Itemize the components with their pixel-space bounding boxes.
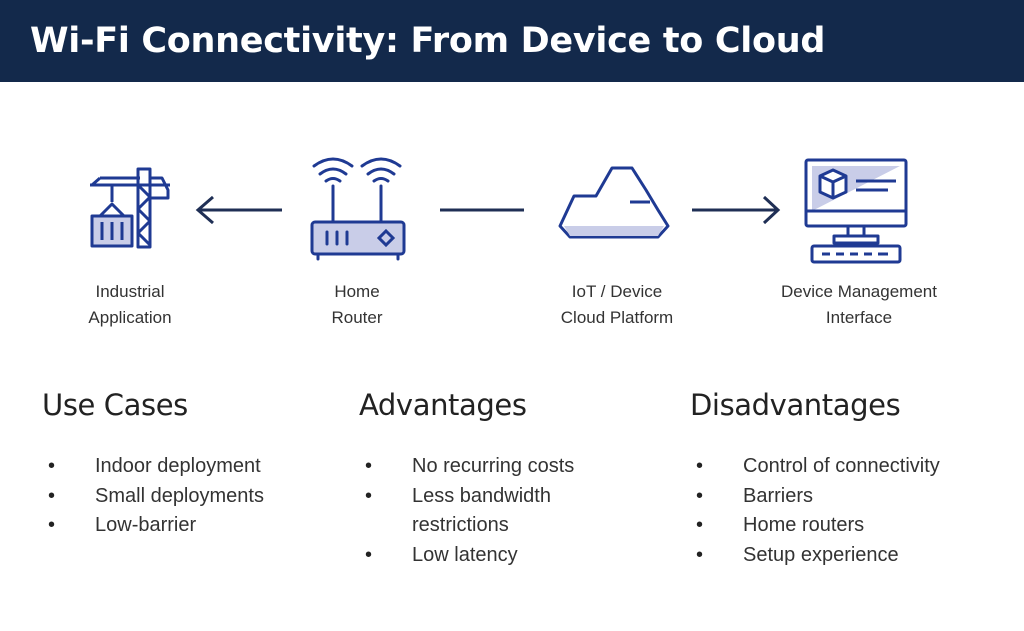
- page-title: Wi-Fi Connectivity: From Device to Cloud: [30, 21, 826, 61]
- node-label-line: Device Management: [781, 282, 937, 301]
- list-item: Indoor deployment: [42, 452, 264, 482]
- section-title: Advantages: [359, 388, 527, 422]
- connectivity-diagram: Industrial Application Home Router IoT /…: [0, 82, 1024, 342]
- list-item-continuation: restrictions: [412, 514, 509, 536]
- use-cases-section: Use Cases Indoor deployment Small deploy…: [42, 388, 264, 541]
- list-item: Barriers: [690, 482, 940, 512]
- title-bar: Wi-Fi Connectivity: From Device to Cloud: [0, 0, 1024, 82]
- arrow-to-interface: [692, 195, 781, 225]
- advantages-section: Advantages No recurring costs Less bandw…: [359, 388, 574, 570]
- list-item: Low latency: [359, 541, 574, 571]
- list-item: Low-barrier: [42, 511, 264, 541]
- diagram-graphics: [90, 157, 908, 264]
- node-label-industrial: Industrial Application: [20, 279, 240, 331]
- list-item: Small deployments: [42, 482, 264, 512]
- list-item: No recurring costs: [359, 452, 574, 482]
- section-title: Use Cases: [42, 388, 188, 422]
- node-label-cloud: IoT / Device Cloud Platform: [507, 279, 727, 331]
- list-item: Home routers: [690, 511, 940, 541]
- use-cases-list: Indoor deployment Small deployments Low-…: [42, 452, 264, 541]
- list-item: Setup experience: [690, 541, 940, 571]
- node-label-line: Interface: [825, 308, 893, 327]
- node-label-line: Home: [334, 282, 380, 301]
- list-item: Less bandwidth: [359, 482, 574, 512]
- disadvantages-list: Control of connectivity Barriers Home ro…: [690, 452, 940, 570]
- cloud-icon: [558, 166, 670, 239]
- node-label-line: Industrial: [95, 282, 165, 301]
- list-item: Control of connectivity: [690, 452, 940, 482]
- crane-container-icon: [90, 167, 170, 249]
- computer-monitor-icon: [804, 158, 908, 264]
- node-label-line: Router: [331, 308, 383, 327]
- node-label-interface: Device Management Interface: [749, 279, 969, 331]
- disadvantages-section: Disadvantages Control of connectivity Ba…: [690, 388, 940, 570]
- node-label-line: Cloud Platform: [560, 308, 674, 327]
- wifi-router-icon: [310, 157, 406, 261]
- node-label-line: Application: [88, 308, 172, 327]
- node-label-router: Home Router: [247, 279, 467, 331]
- arrow-to-industrial: [195, 195, 282, 225]
- node-label-line: IoT / Device: [571, 282, 663, 301]
- section-title: Disadvantages: [690, 388, 901, 422]
- advantages-list: No recurring costs Less bandwidth restri…: [359, 452, 574, 570]
